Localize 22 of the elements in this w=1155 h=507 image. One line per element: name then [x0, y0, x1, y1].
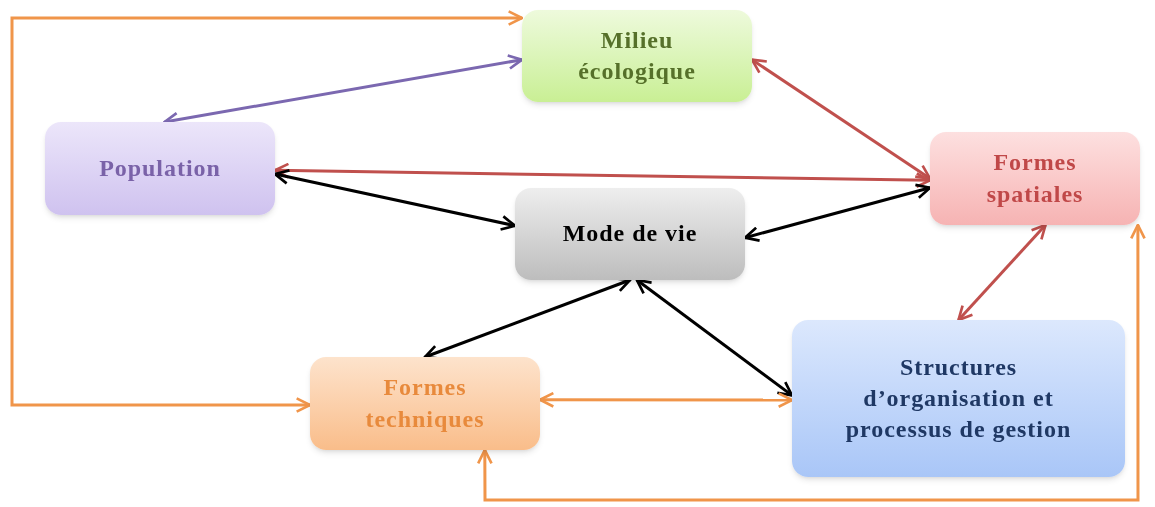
rounded-box [45, 122, 275, 215]
box-label: Mode de vie [561, 219, 699, 249]
double-arrow [273, 162, 932, 189]
rounded-box [792, 320, 1125, 477]
double-arrow [423, 277, 632, 360]
rounded-box [522, 10, 752, 102]
box-label: Formes spatiales [985, 148, 1085, 209]
box-label: Formes techniques [364, 373, 486, 434]
box-label: Milieu écologique [577, 25, 697, 86]
box-label: Population [98, 153, 222, 183]
double-arrow [750, 58, 932, 180]
rounded-box [310, 357, 540, 450]
double-arrow [635, 278, 794, 397]
double-arrow [476, 223, 1146, 502]
double-arrow [10, 10, 524, 413]
rounded-box [930, 132, 1140, 225]
box-label: Structures d’organisation et processus de gestion [844, 352, 1073, 445]
double-arrow [273, 169, 517, 231]
double-arrow [538, 391, 794, 409]
double-arrow [743, 183, 932, 242]
double-arrow [957, 223, 1047, 322]
rounded-box [515, 188, 745, 280]
